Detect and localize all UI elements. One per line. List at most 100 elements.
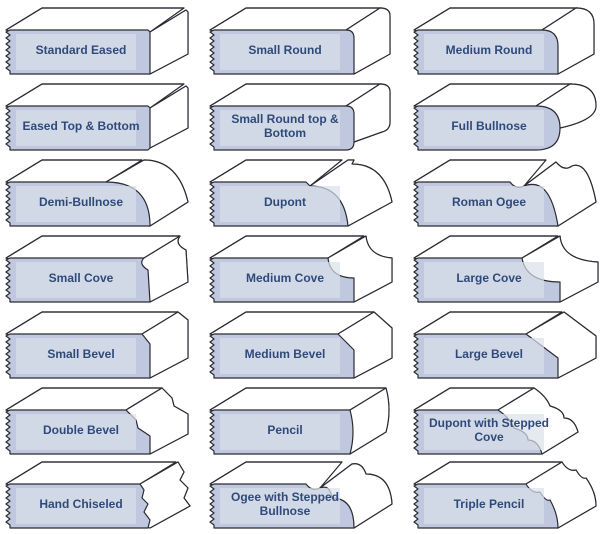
slab-top-edge xyxy=(5,461,176,485)
profile-tile-small-bevel: Small Bevel xyxy=(2,308,202,384)
profile-drawing-large-cove xyxy=(413,235,599,303)
slab-side-edge xyxy=(141,311,189,379)
profile-tile-medium-cove: Medium Cove xyxy=(206,232,406,308)
slab-top-edge xyxy=(5,387,162,411)
slab-top-edge xyxy=(413,83,572,107)
label-panel xyxy=(424,338,544,374)
profile-tile-ogee-stepped-bullnose: Ogee with Stepped Bullnose xyxy=(206,458,406,534)
profile-tile-full-bullnose: Full Bullnose xyxy=(410,80,600,156)
slab-top-edge xyxy=(209,159,342,183)
label-panel xyxy=(16,262,136,298)
profile-drawing-medium-cove xyxy=(209,235,393,303)
label-panel xyxy=(16,110,136,146)
slab-top-edge xyxy=(413,235,558,259)
profile-tile-eased: Standard Eased xyxy=(2,4,202,80)
slab-top-edge xyxy=(5,7,184,31)
label-panel xyxy=(424,34,544,70)
profile-drawing-small-round xyxy=(209,7,391,75)
profile-drawing-medium-bevel xyxy=(209,311,393,379)
slab-side-edge xyxy=(525,311,597,379)
slab-top-edge xyxy=(209,83,382,107)
label-panel xyxy=(424,488,544,524)
slab-side-edge xyxy=(521,235,599,303)
profile-drawing-dupont xyxy=(209,159,393,227)
profile-drawing-small-bevel xyxy=(5,311,189,379)
profile-tile-demi-bullnose: Demi-Bullnose xyxy=(2,156,202,232)
label-panel xyxy=(220,414,340,450)
slab-top-edge xyxy=(209,461,342,485)
label-panel xyxy=(424,414,544,450)
label-panel xyxy=(16,488,136,524)
profile-drawing-eased-top-bottom xyxy=(5,83,189,151)
label-panel xyxy=(424,262,544,298)
profile-drawing-hand-chiseled xyxy=(5,461,191,529)
label-panel xyxy=(220,186,340,222)
profile-tile-dupont: Dupont xyxy=(206,156,406,232)
slab-top-edge xyxy=(413,387,534,411)
label-panel xyxy=(220,262,340,298)
slab-top-edge xyxy=(209,387,386,411)
label-panel xyxy=(220,488,340,524)
slab-side-edge xyxy=(345,83,391,143)
profile-tile-pencil: Pencil xyxy=(206,384,406,460)
profile-drawing-ogee-stepped-bullnose xyxy=(209,461,393,529)
profile-tile-dupont-stepped-cove: Dupont with Stepped Cove xyxy=(410,384,600,460)
label-panel xyxy=(424,186,544,222)
slab-top-edge xyxy=(209,7,382,31)
slab-top-edge xyxy=(5,83,184,107)
profile-tile-large-bevel: Large Bevel xyxy=(410,308,600,384)
slab-side-edge xyxy=(149,85,189,149)
label-panel xyxy=(424,110,544,146)
slab-top-edge xyxy=(5,159,142,183)
slab-side-edge xyxy=(319,463,393,529)
slab-side-edge xyxy=(309,159,393,227)
profile-tile-medium-round: Medium Round xyxy=(410,4,600,80)
slab-side-edge xyxy=(139,461,191,529)
profile-drawing-double-bevel xyxy=(5,387,189,455)
profile-tile-small-cove: Small Cove xyxy=(2,232,202,308)
profile-tile-small-round: Small Round xyxy=(206,4,406,80)
profile-tile-small-round-tb: Small Round top & Bottom xyxy=(206,80,406,156)
profile-tile-hand-chiseled: Hand Chiseled xyxy=(2,458,202,534)
profile-drawing-triple-pencil xyxy=(413,461,597,529)
slab-side-edge xyxy=(523,161,597,227)
label-panel xyxy=(220,338,340,374)
profile-drawing-pencil xyxy=(209,387,390,455)
profile-tile-roman-ogee: Roman Ogee xyxy=(410,156,600,232)
label-panel xyxy=(220,110,340,146)
slab-top-edge xyxy=(209,235,364,259)
profile-drawing-small-round-tb xyxy=(209,83,391,151)
profile-drawing-full-bullnose xyxy=(413,83,597,151)
slab-side-edge xyxy=(525,461,597,529)
profile-drawing-large-bevel xyxy=(413,311,597,379)
slab-side-edge xyxy=(349,387,390,455)
profile-tile-double-bevel: Double Bevel xyxy=(2,384,202,460)
slab-side-edge xyxy=(345,7,391,75)
slab-top-edge xyxy=(413,159,546,183)
slab-side-edge xyxy=(143,235,189,303)
slab-side-edge xyxy=(327,235,393,303)
slab-top-edge xyxy=(413,7,578,31)
profile-drawing-demi-bullnose xyxy=(5,159,189,227)
profile-tile-triple-pencil: Triple Pencil xyxy=(410,458,600,534)
slab-side-edge xyxy=(105,159,189,227)
slab-top-edge xyxy=(209,311,374,335)
slab-top-edge xyxy=(413,311,562,335)
label-panel xyxy=(16,414,136,450)
profile-tile-medium-bevel: Medium Bevel xyxy=(206,308,406,384)
label-panel xyxy=(16,186,136,222)
profile-drawing-dupont-stepped-cove xyxy=(413,387,579,455)
label-panel xyxy=(16,338,136,374)
profile-tile-large-cove: Large Cove xyxy=(410,232,600,308)
profile-drawing-medium-round xyxy=(413,7,595,75)
profile-tile-eased-top-bottom: Eased Top & Bottom xyxy=(2,80,202,156)
slab-top-edge xyxy=(5,311,178,335)
label-panel xyxy=(16,34,136,70)
slab-top-edge xyxy=(5,235,180,259)
slab-top-edge xyxy=(413,461,562,485)
label-panel xyxy=(220,34,340,70)
profile-drawing-roman-ogee xyxy=(413,159,597,227)
slab-side-edge xyxy=(149,9,189,75)
profile-drawing-small-cove xyxy=(5,235,189,303)
